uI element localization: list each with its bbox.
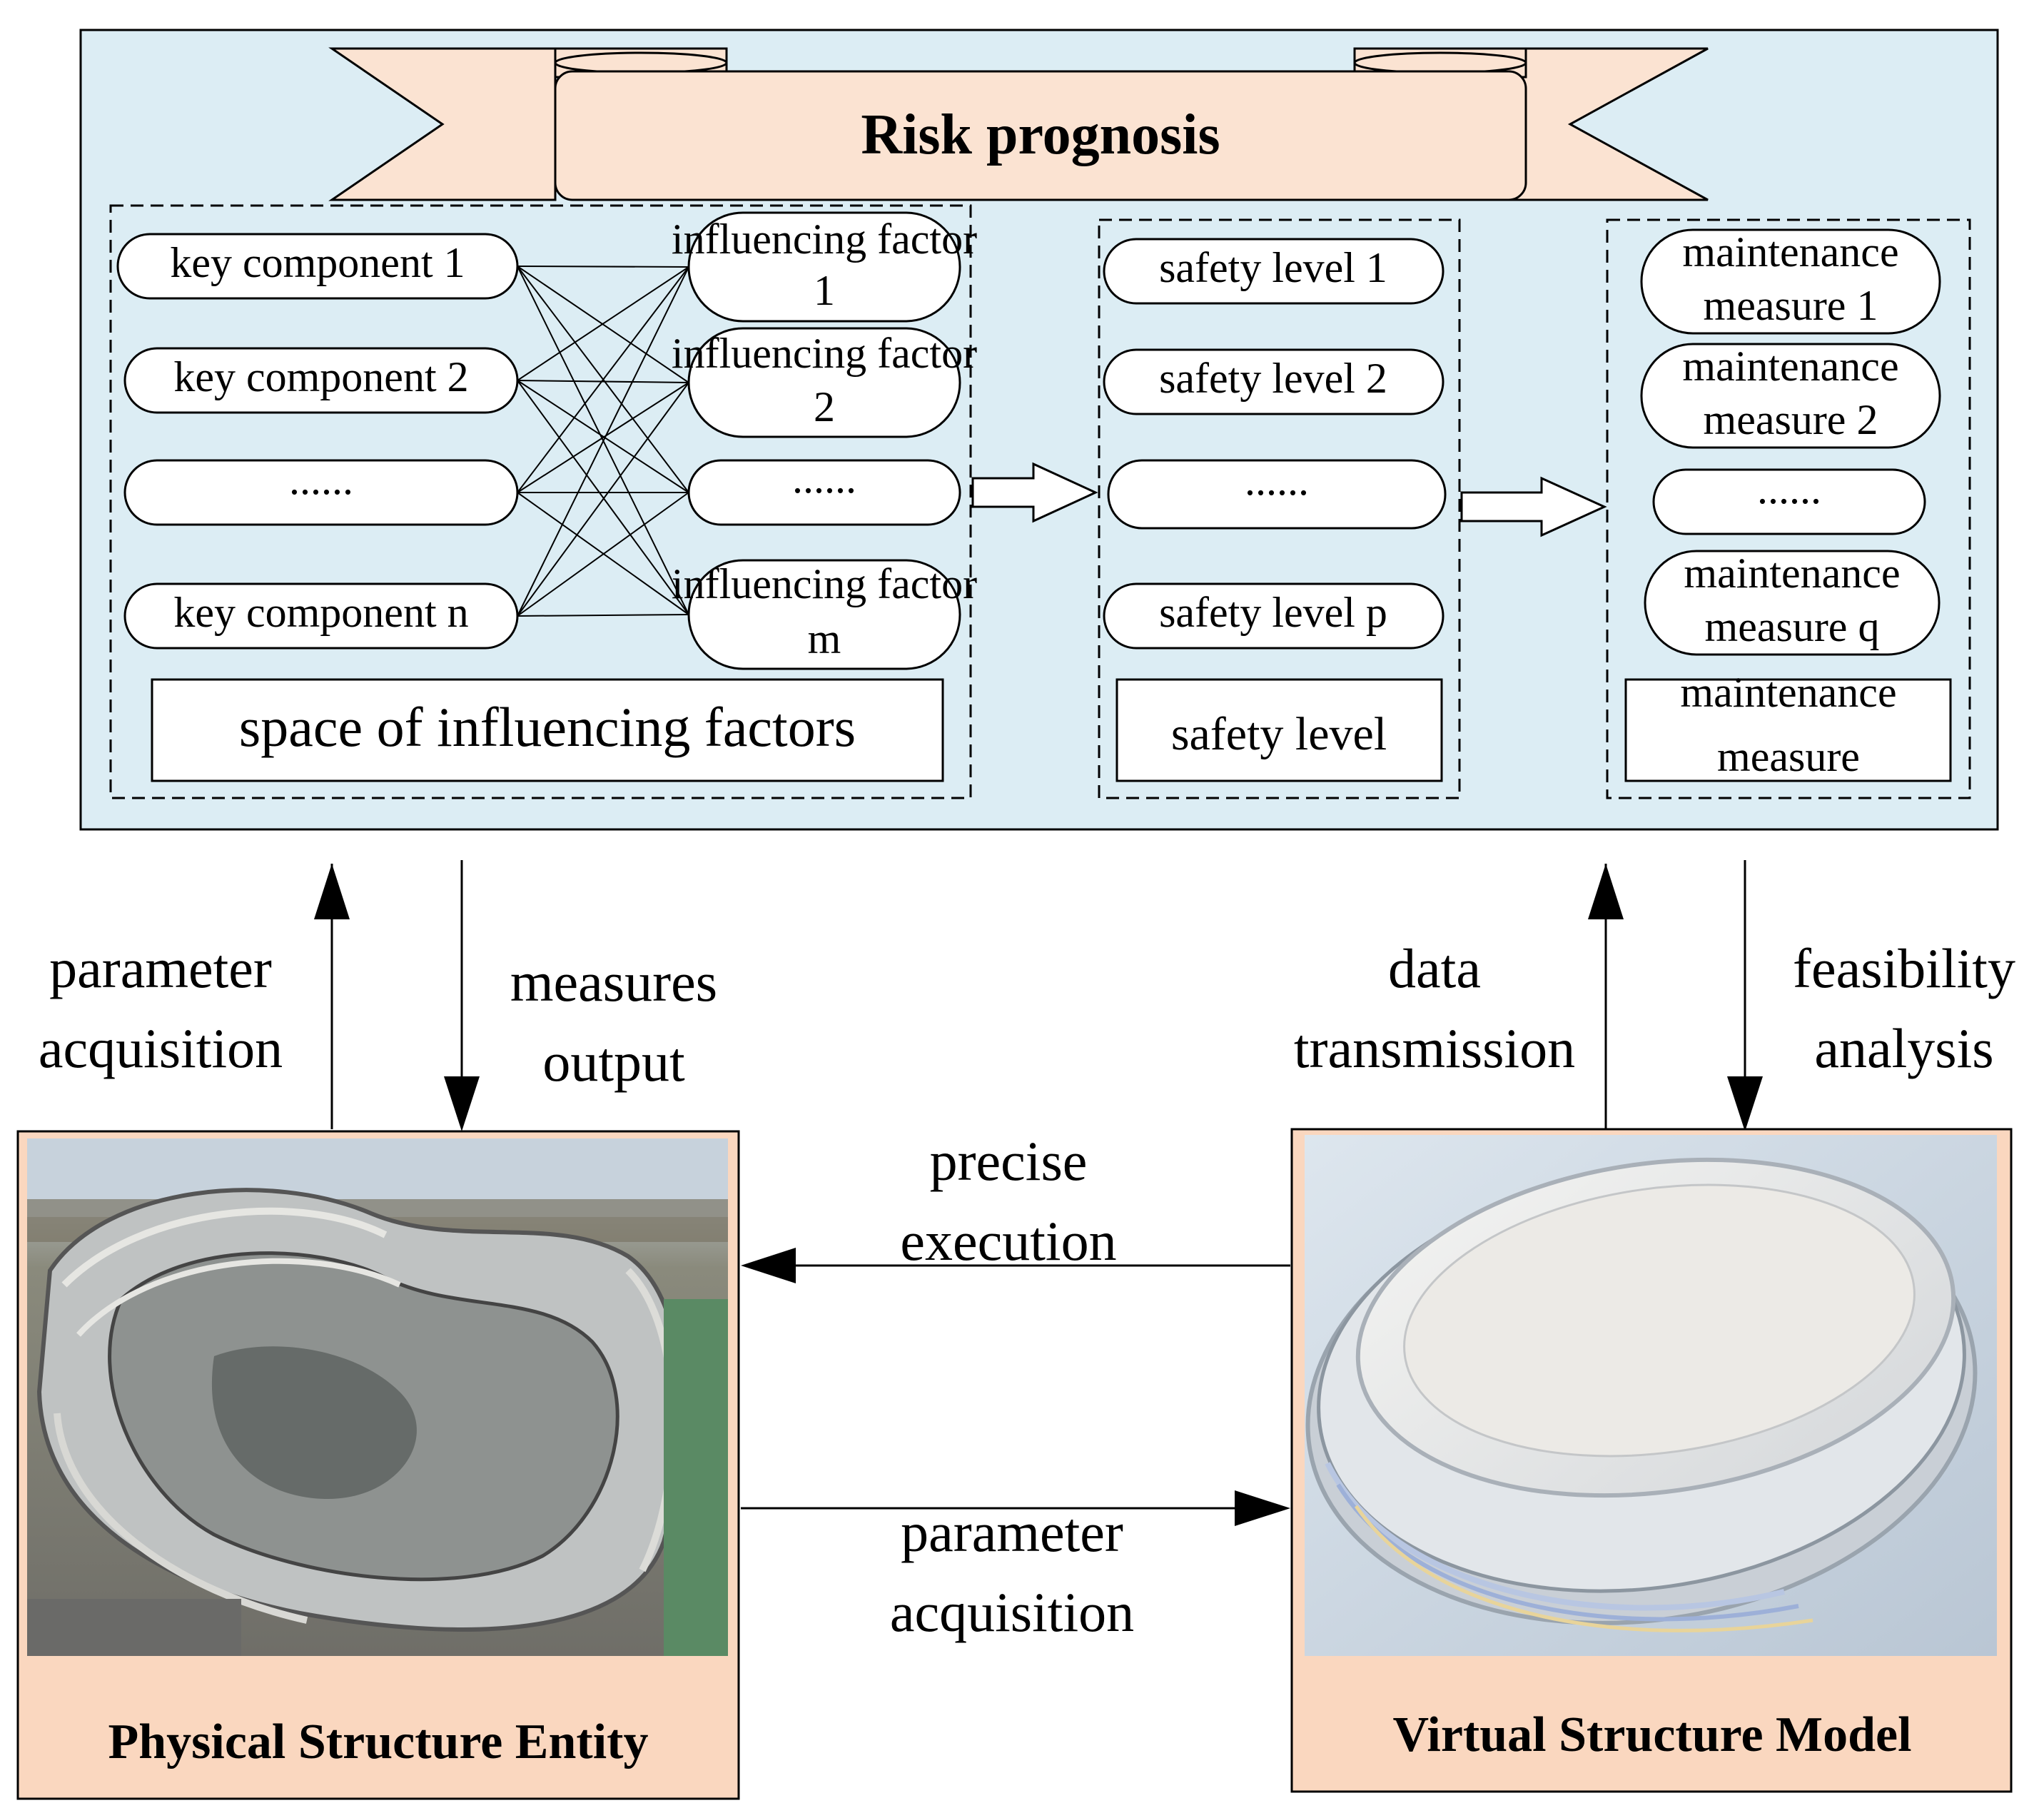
physical-structure-entity-box: Physical Structure Entity xyxy=(16,1130,740,1800)
component-factor-link xyxy=(517,266,689,617)
component-factor-link xyxy=(517,380,689,493)
influencing-space-label-box xyxy=(151,678,944,782)
safety-level-node xyxy=(1107,459,1447,530)
component-factor-connections xyxy=(517,266,689,617)
component-factor-link xyxy=(517,614,689,617)
safety-level-label: ...... xyxy=(1245,457,1309,504)
safety-level-node xyxy=(1103,582,1445,650)
arrowhead-left xyxy=(741,1248,796,1283)
maintenance-measure-node xyxy=(1640,228,1941,335)
risk-prognosis-banner: Risk prognosis xyxy=(328,47,1709,201)
physical-structure-entity-label: Physical Structure Entity xyxy=(108,1714,648,1769)
influencing-factor-node xyxy=(687,559,961,670)
safety-level-list: safety level 1 safety level 2 ...... saf… xyxy=(1103,238,1447,650)
arrowhead-down-left xyxy=(444,1076,480,1131)
virtual-structure-model-box: Virtual Structure Model xyxy=(1290,1128,2013,1793)
maintenance-measure-node xyxy=(1640,343,1941,449)
key-component-list: key component 1 key component 2 ...... k… xyxy=(116,233,519,650)
arrowhead-right xyxy=(1235,1490,1290,1526)
component-factor-link xyxy=(517,382,689,617)
influencing-factor-node xyxy=(687,459,961,526)
influencing-factor-label: ...... xyxy=(792,455,856,502)
influencing-factor-node xyxy=(687,327,961,438)
arrowhead-down-right xyxy=(1727,1076,1763,1131)
component-factor-link xyxy=(517,382,689,493)
key-component-label: key component n xyxy=(173,589,468,636)
influencing-space-label: space of influencing factors xyxy=(239,696,856,758)
safety-level-node xyxy=(1103,348,1445,415)
maintenance-measure-label-box xyxy=(1624,678,1952,782)
risk-prognosis-title: Risk prognosis xyxy=(861,103,1220,166)
key-component-node xyxy=(123,347,519,414)
influencing-space-group xyxy=(109,204,972,799)
key-component-label: key component 2 xyxy=(173,353,468,400)
maintenance-measure-node xyxy=(1644,550,1941,656)
component-factor-link xyxy=(517,492,689,617)
key-component-node xyxy=(123,582,519,650)
virtual-structure-render xyxy=(1305,1135,1997,1656)
safety-level-label: safety level p xyxy=(1159,589,1387,636)
safety-level-group xyxy=(1098,218,1461,799)
virtual-structure-model-label: Virtual Structure Model xyxy=(1392,1707,1911,1762)
flow-arrow-safety-to-maintenance xyxy=(1460,476,1607,537)
component-factor-link xyxy=(517,266,689,381)
key-component-label: ...... xyxy=(289,456,353,503)
safety-level-node xyxy=(1103,238,1445,305)
safety-level-label: safety level 2 xyxy=(1159,355,1387,402)
maintenance-measure-node xyxy=(1652,468,1926,535)
safety-level-label: safety level 1 xyxy=(1159,244,1387,291)
safety-level-label-box xyxy=(1115,678,1443,782)
influencing-factor-node xyxy=(687,211,961,323)
key-component-node xyxy=(123,459,519,526)
maintenance-measure-label: ...... xyxy=(1757,465,1821,512)
component-factor-link xyxy=(517,266,689,493)
arrowhead-up-right xyxy=(1588,864,1624,919)
component-factor-link xyxy=(517,380,689,383)
component-factor-link xyxy=(517,380,689,615)
safety-level-group-label: safety level xyxy=(1171,708,1387,760)
key-component-node xyxy=(116,233,519,300)
physical-structure-photo xyxy=(27,1138,728,1656)
flow-arrow-space-to-safety xyxy=(971,462,1098,523)
maintenance-measure-group xyxy=(1606,218,1971,799)
component-factor-link xyxy=(517,266,689,268)
arrowhead-up-left xyxy=(314,864,350,919)
key-component-label: key component 1 xyxy=(170,239,465,286)
